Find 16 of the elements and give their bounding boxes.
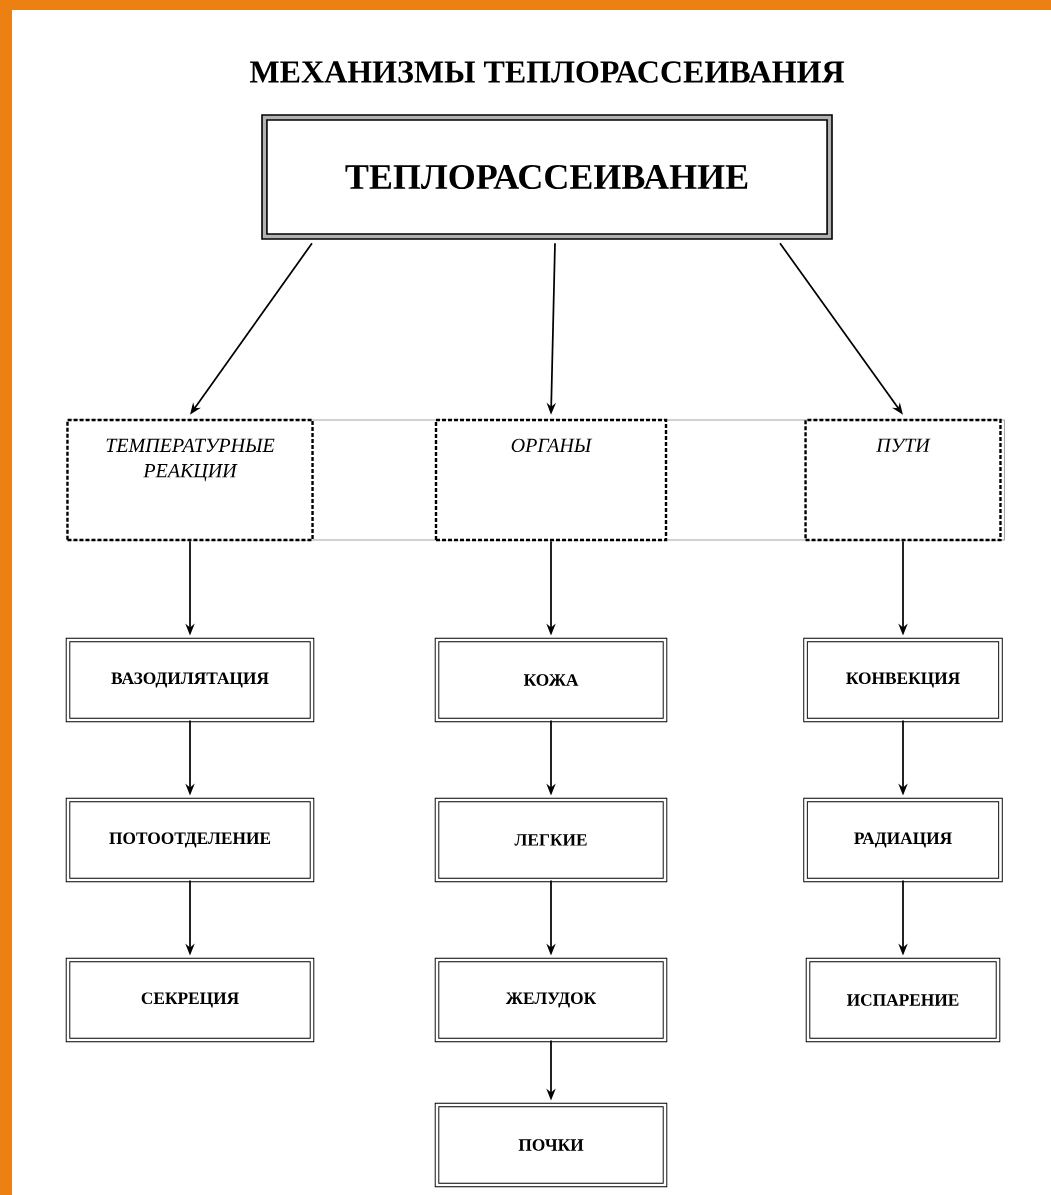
process-box: ЖЕЛУДОК: [434, 957, 668, 1043]
category-box: ТЕМПЕРАТУРНЫЕ РЕАКЦИИ: [66, 418, 314, 542]
process-box: ВАЗОДИЛЯТАЦИЯ: [65, 637, 315, 723]
category-box: ПУТИ: [804, 418, 1002, 542]
process-box: РАДИАЦИЯ: [803, 797, 1003, 883]
process-box: КОНВЕКЦИЯ: [803, 637, 1003, 723]
title: МЕХАНИЗМЫ ТЕПЛОРАССЕИВАНИЯ: [250, 61, 845, 83]
process-box: ПОЧКИ: [434, 1102, 668, 1188]
connector-band: [69, 419, 1005, 541]
process-box: ЛЕГКИЕ: [434, 797, 668, 883]
main-box: ТЕПЛОРАССЕИВАНИЕ: [261, 114, 833, 240]
process-box: КОЖА: [434, 637, 668, 723]
process-box: ИСПАРЕНИЕ: [805, 957, 1001, 1043]
category-box: ОРГАНЫ: [434, 418, 668, 542]
process-box: ПОТООТДЕЛЕНИЕ: [65, 797, 315, 883]
process-box: СЕКРЕЦИЯ: [65, 957, 315, 1043]
